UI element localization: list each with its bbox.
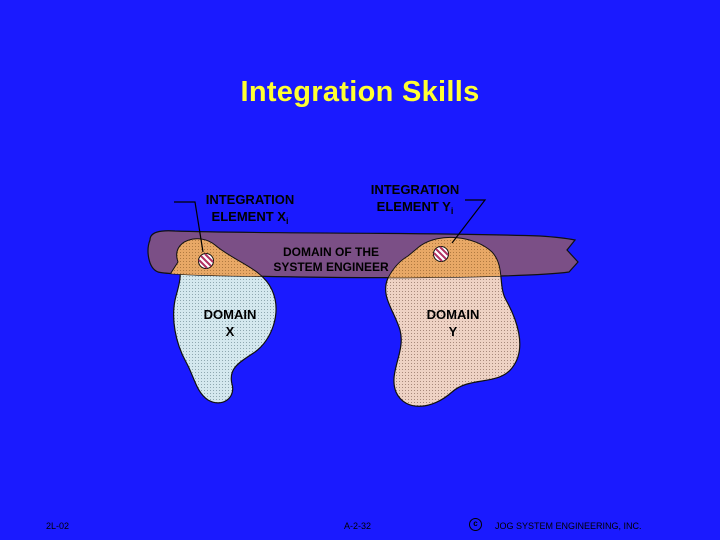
copyright-icon: c (469, 518, 482, 531)
element-y-leader-line (451, 199, 487, 244)
slide-title: Integration Skills (240, 76, 480, 108)
integration-element-x-icon (198, 253, 214, 269)
element-x-leader-line (174, 201, 204, 253)
integration-element-y-label: INTEGRATION ELEMENT Yi (370, 182, 460, 216)
footer-company: JOG SYSTEM ENGINEERING, INC. (495, 521, 642, 531)
footer-slide-code: 2L-02 (46, 521, 70, 531)
footer-page-number: A-2-32 (344, 521, 372, 531)
integration-element-x-label: INTEGRATION ELEMENT Xi (205, 192, 295, 226)
domain-y-label: DOMAIN Y (426, 307, 480, 339)
overlap-y-region (379, 236, 507, 278)
system-engineer-domain-label: DOMAIN OF THE SYSTEM ENGINEER (273, 245, 389, 274)
integration-element-y-icon (433, 246, 449, 262)
domain-x-label: DOMAIN X (203, 307, 257, 339)
